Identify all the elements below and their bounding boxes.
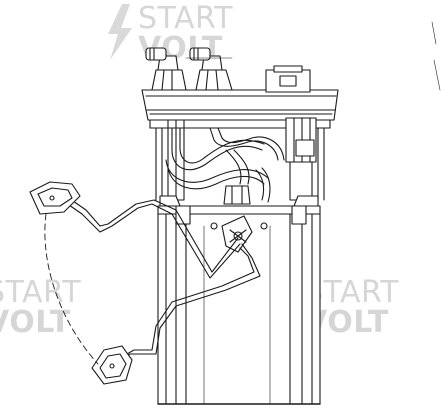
top-flange: [141, 89, 339, 129]
float-arm-pivot: [221, 185, 253, 253]
watermark-left: START VOLT: [0, 278, 81, 338]
fuel-outlet-nipples: [145, 47, 233, 91]
reservoir-canister: [157, 195, 321, 405]
bolt-icon: [108, 4, 132, 60]
internal-hoses: [165, 127, 285, 203]
edge-detail: [431, 21, 441, 91]
float-travel-arc: [44, 213, 99, 365]
float-upper: [29, 181, 81, 215]
float-arm-upper: [55, 191, 241, 279]
watermark-word-start: START: [138, 1, 234, 36]
electrical-connector: [265, 65, 311, 93]
watermark-word-start: START: [0, 275, 82, 310]
watermark-word-volt: VOLT: [0, 305, 71, 340]
float-lower: [91, 345, 133, 385]
support-rods: [155, 117, 325, 201]
float-arm-lower: [115, 243, 261, 363]
